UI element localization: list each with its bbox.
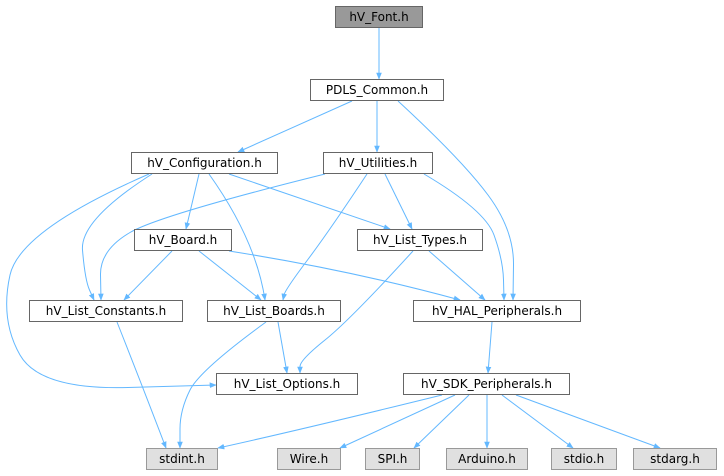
node-pdls-common[interactable]: PDLS_Common.h bbox=[310, 79, 444, 101]
node-hv-list-constants[interactable]: hV_List_Constants.h bbox=[29, 300, 183, 322]
edge-types-to-hal bbox=[428, 250, 486, 301]
node-arduino: Arduino.h bbox=[446, 448, 528, 470]
edge-util-to-hal bbox=[423, 173, 507, 301]
node-hv-list-types[interactable]: hV_List_Types.h bbox=[357, 229, 483, 251]
edge-hal-to-sdk bbox=[485, 321, 493, 374]
edge-sdk-to-stdarg bbox=[515, 394, 661, 449]
edge-sdk-to-stdint bbox=[217, 394, 443, 450]
edge-board-to-boards bbox=[198, 250, 262, 301]
node-hv-font[interactable]: hV_Font.h bbox=[335, 6, 423, 28]
node-hv-utilities[interactable]: hV_Utilities.h bbox=[323, 152, 433, 174]
node-spi: SPI.h bbox=[365, 448, 420, 470]
node-hv-list-options[interactable]: hV_List_Options.h bbox=[216, 373, 358, 395]
edge-boards-to-stdint bbox=[177, 321, 267, 449]
edge-consts-to-stdint bbox=[116, 321, 167, 449]
node-hv-board[interactable]: hV_Board.h bbox=[134, 229, 232, 251]
edge-board-to-hal bbox=[228, 250, 461, 302]
node-hv-list-boards[interactable]: hV_List_Boards.h bbox=[207, 300, 341, 322]
edge-sdk-to-spi bbox=[413, 394, 470, 449]
edge-config-to-opts bbox=[6, 173, 217, 389]
edge-types-to-opts bbox=[297, 250, 414, 374]
edge-util-to-consts bbox=[98, 173, 326, 301]
edge-config-to-board bbox=[184, 173, 200, 230]
edge-config-to-boards bbox=[208, 173, 267, 301]
edge-config-to-consts bbox=[81, 173, 153, 301]
dependency-edges bbox=[6, 28, 661, 450]
node-stdarg: stdarg.h bbox=[633, 448, 717, 470]
node-stdio: stdio.h bbox=[551, 448, 617, 470]
edge-pdls-to-config bbox=[237, 100, 353, 153]
node-hv-hal-peripherals[interactable]: hV_HAL_Peripherals.h bbox=[413, 300, 581, 322]
edge-util-to-types bbox=[384, 173, 413, 230]
edge-sdk-to-stdio bbox=[501, 394, 574, 449]
edge-boards-to-opts bbox=[277, 321, 289, 374]
edge-config-to-types bbox=[228, 173, 391, 230]
node-hv-configuration[interactable]: hV_Configuration.h bbox=[131, 152, 278, 174]
edge-pdls-to-hal bbox=[397, 100, 516, 301]
node-stdint: stdint.h bbox=[146, 448, 218, 470]
node-wire: Wire.h bbox=[277, 448, 341, 470]
edge-board-to-consts bbox=[123, 250, 173, 301]
edge-sdk-to-wire bbox=[339, 394, 456, 449]
edge-util-to-boards bbox=[281, 173, 368, 301]
node-hv-sdk-peripherals[interactable]: hV_SDK_Peripherals.h bbox=[403, 373, 570, 395]
